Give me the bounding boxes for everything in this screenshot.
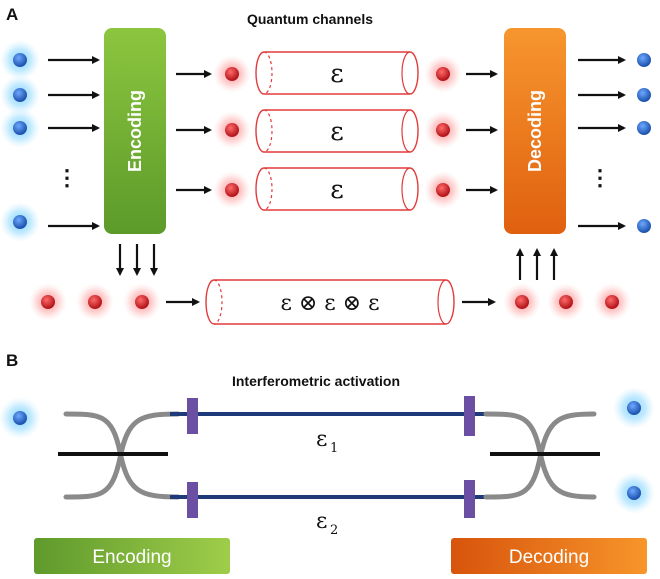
joint-output-qubits bbox=[503, 283, 631, 321]
decoding-bar: Decoding bbox=[451, 538, 647, 574]
joint-input-qubit-1 bbox=[29, 283, 67, 321]
modulator-upper-right bbox=[464, 396, 475, 436]
encoded-qubit-3 bbox=[213, 171, 251, 209]
transmitted-qubit-1 bbox=[424, 55, 462, 93]
transmitted-qubits bbox=[424, 55, 462, 209]
output-qubit-1 bbox=[637, 53, 651, 67]
svg-text:ε: ε bbox=[316, 509, 327, 534]
input-qubit-1 bbox=[0, 40, 40, 80]
decoding-box: Decoding bbox=[504, 28, 566, 234]
panel-a-label: A bbox=[6, 5, 18, 24]
output-qubit-3 bbox=[637, 121, 651, 135]
interferometric-title: Interferometric activation bbox=[232, 373, 400, 389]
output-qubits bbox=[637, 53, 651, 233]
encoding-bar: Encoding bbox=[34, 538, 230, 574]
encoding-bar-label: Encoding bbox=[92, 547, 171, 568]
channel-2-label: ε 2 bbox=[316, 509, 338, 538]
joint-output-qubit-1 bbox=[503, 283, 541, 321]
input-arrows bbox=[48, 56, 100, 230]
encoded-qubit-2 bbox=[213, 111, 251, 149]
svg-text:2: 2 bbox=[330, 523, 338, 538]
quantum-channels-title: Quantum channels bbox=[247, 11, 373, 27]
interferometer-output-qubit-1 bbox=[613, 387, 655, 429]
interferometer-output-qubit-2 bbox=[613, 472, 655, 514]
encoded-arrows bbox=[176, 70, 212, 194]
joint-output-qubit-2 bbox=[547, 283, 585, 321]
transmitted-qubit-2 bbox=[424, 111, 462, 149]
modulator-lower-left bbox=[187, 482, 198, 518]
channel-2: ε bbox=[255, 109, 419, 153]
output-arrows bbox=[578, 56, 626, 230]
input-ellipsis: ⋮ bbox=[56, 165, 78, 190]
channel-3-symbol: ε bbox=[330, 175, 343, 205]
decoding-bar-label: Decoding bbox=[509, 547, 589, 568]
joint-input-qubit-3 bbox=[123, 283, 161, 321]
svg-text:1: 1 bbox=[330, 441, 338, 456]
encoded-qubit-1 bbox=[213, 55, 251, 93]
channel-1-symbol: ε bbox=[330, 59, 343, 89]
joint-input-qubit-2 bbox=[76, 283, 114, 321]
output-qubit-2 bbox=[637, 88, 651, 102]
channel-3: ε bbox=[255, 167, 419, 211]
input-qubit-2 bbox=[0, 75, 40, 115]
channel-2-symbol: ε bbox=[330, 117, 343, 147]
joint-output-qubit-3 bbox=[593, 283, 631, 321]
input-qubit-n bbox=[0, 202, 40, 242]
channel-out-arrows bbox=[466, 70, 498, 194]
interferometer-input-qubit bbox=[0, 397, 41, 439]
joint-channel-symbol: ε ⊗ ε ⊗ ε bbox=[280, 291, 379, 316]
joint-channel: ε ⊗ ε ⊗ ε bbox=[205, 279, 455, 325]
channel-1-label: ε 1 bbox=[316, 427, 338, 456]
input-qubits bbox=[0, 40, 40, 242]
output-ellipsis: ⋮ bbox=[589, 165, 611, 190]
panel-b-label: B bbox=[6, 351, 18, 370]
output-qubit-n bbox=[637, 219, 651, 233]
decoding-box-label: Decoding bbox=[525, 90, 545, 172]
joint-input-qubits bbox=[29, 283, 161, 321]
modulator-upper-left bbox=[187, 398, 198, 434]
encoding-box-label: Encoding bbox=[125, 90, 145, 172]
svg-text:ε: ε bbox=[316, 427, 327, 452]
transmitted-qubit-3 bbox=[424, 171, 462, 209]
modulator-lower-right bbox=[464, 480, 475, 518]
channel-1: ε bbox=[255, 51, 419, 95]
encoding-box: Encoding bbox=[104, 28, 166, 234]
decoding-up-arrows bbox=[516, 248, 558, 280]
input-qubit-3 bbox=[0, 108, 40, 148]
encoding-down-arrows bbox=[116, 244, 158, 276]
encoded-qubits bbox=[213, 55, 251, 209]
